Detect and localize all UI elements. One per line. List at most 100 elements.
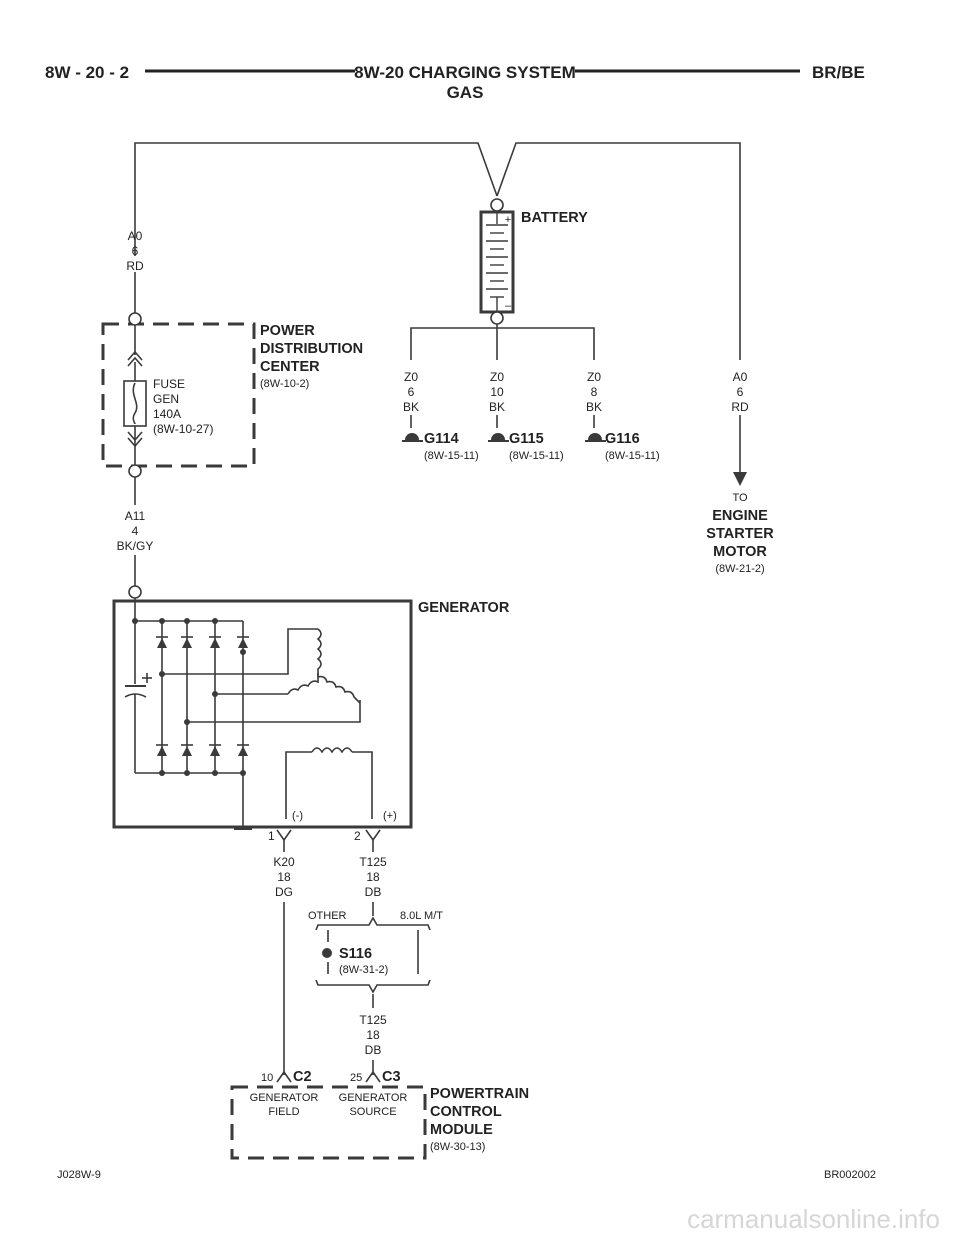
page-title: 8W-20 CHARGING SYSTEM [354,63,576,82]
starter-to-label: TO [732,492,748,504]
arrow-down-icon [733,472,747,486]
pdc-ref: (8W-10-2) [260,378,309,390]
wire-label-z0-b-circuit: Z0 [490,370,504,384]
wire-label-t125-bottom-color: DB [365,1043,382,1057]
ground-g116-name: G116 [605,431,640,447]
wire-label-a0-right-color: RD [731,400,749,414]
pdc-box [101,322,256,468]
watermark-text: carmanualsonline.info [687,1204,940,1234]
pcm-field-label-line1: GENERATOR [250,1092,319,1104]
ground-g115-icon [488,433,509,442]
wire-a0-right-top [496,142,741,360]
battery-cells [486,213,508,311]
splice-s116-icon [322,948,332,958]
pdc-title-line2: DISTRIBUTION [260,341,363,357]
generator-pin1-connector [276,829,292,842]
ground-g114-ref: (8W-15-11) [424,450,479,462]
generator-box [112,599,413,829]
wire-label-z0-b-gauge: 10 [490,385,504,399]
wire-label-a11-circuit: A11 [125,509,146,523]
fuse-label-line3: 140A [153,407,181,421]
fuse-element [132,382,138,425]
pcm-box [230,1085,427,1160]
pcm-title-line1: POWERTRAIN [430,1086,529,1102]
wire-label-z0-c-color: BK [586,400,602,414]
wire-label-t125-top-circuit: T125 [359,855,387,869]
pcm-title-line3: MODULE [430,1122,493,1138]
option-brace-top [315,916,431,931]
pcm-c2-connector [276,1070,292,1083]
wire-label-a0-left-circuit: A0 [128,229,143,243]
pdc-output-node [128,464,142,478]
fuse-label-line2: GEN [153,392,179,406]
wire-label-z0-a-gauge: 6 [408,385,415,399]
pcm-field-label-line2: FIELD [268,1106,299,1118]
starter-title-line1: ENGINE [712,508,768,524]
wire-label-z0-c-gauge: 8 [591,385,598,399]
generator-pin1: 1 [268,829,275,843]
fuse-label-line4: (8W-10-27) [153,422,213,436]
wire-label-a0-left-color: RD [126,259,144,273]
ground-g116-ref: (8W-15-11) [605,450,660,462]
battery-negative-terminal [490,311,504,325]
generator-pin2-connector [365,829,381,842]
wire-label-k20-gauge: 18 [277,870,291,884]
battery-label: BATTERY [521,210,588,226]
starter-ref: (8W-21-2) [715,563,764,575]
wire-label-t125-bottom-gauge: 18 [366,1028,380,1042]
battery-body [479,210,515,314]
page-number: 8W - 20 - 2 [45,63,129,82]
wire-label-a0-right-circuit: A0 [733,370,748,384]
pdc-title-line1: POWER [260,323,315,339]
option-engine-label: 8.0L M/T [400,910,443,922]
battery-plus-sign: + [505,214,511,226]
pcm-c3-pin: 25 [350,1072,362,1084]
wire-label-z0-c-circuit: Z0 [587,370,601,384]
wire-label-z0-b-color: BK [489,400,505,414]
wire-label-z0-a-color: BK [403,400,419,414]
ground-g114-name: G114 [424,431,459,447]
wire-label-k20-circuit: K20 [273,855,295,869]
wire-label-a11-gauge: 4 [132,524,139,538]
ground-g114-icon [402,433,423,442]
wire-ground-bus [410,327,595,360]
model-code: BR/BE [812,63,865,82]
wire-label-a0-left-gauge: 6 [132,244,139,258]
wire-label-a0-right-gauge: 6 [737,385,744,399]
pcm-ref: (8W-30-13) [430,1141,485,1153]
fuse-label-line1: FUSE [153,377,185,391]
option-brace-bottom [315,979,431,994]
generator-internals [124,598,373,830]
generator-pin2: 2 [354,829,361,843]
wire-label-z0-a-circuit: Z0 [404,370,418,384]
wire-label-k20-color: DG [275,885,293,899]
starter-title-line3: MOTOR [713,544,767,560]
pdc-title-line3: CENTER [260,359,320,375]
battery-minus-sign: – [505,300,512,312]
wire-label-t125-bottom-circuit: T125 [359,1013,387,1027]
wire-label-t125-top-gauge: 18 [366,870,380,884]
footer-left-code: J028W-9 [57,1169,101,1181]
pcm-c3-connector [365,1070,381,1083]
splice-name: S116 [339,946,372,962]
splice-ref: (8W-31-2) [339,964,388,976]
fuse-connector-top [127,350,143,361]
fuse-connector-top-2 [127,356,143,367]
pcm-source-label-line2: SOURCE [349,1106,396,1118]
pcm-c2-pin: 10 [261,1072,273,1084]
page-subtitle: GAS [447,83,484,102]
fuse-icon [123,380,147,427]
generator-pos-label: (+) [383,810,397,822]
pcm-source-label-line1: GENERATOR [339,1092,408,1104]
pcm-c2-name: C2 [293,1069,312,1085]
pcm-title-line2: CONTROL [430,1104,502,1120]
generator-neg-label: (-) [292,810,303,822]
ground-g115-ref: (8W-15-11) [509,450,564,462]
wire-label-a11-color: BK/GY [117,539,154,553]
starter-title-line2: STARTER [706,526,774,542]
ground-g116-icon [585,433,606,442]
ground-g115-name: G115 [509,431,544,447]
battery-positive-terminal [490,198,504,212]
option-other-label: OTHER [308,910,347,922]
